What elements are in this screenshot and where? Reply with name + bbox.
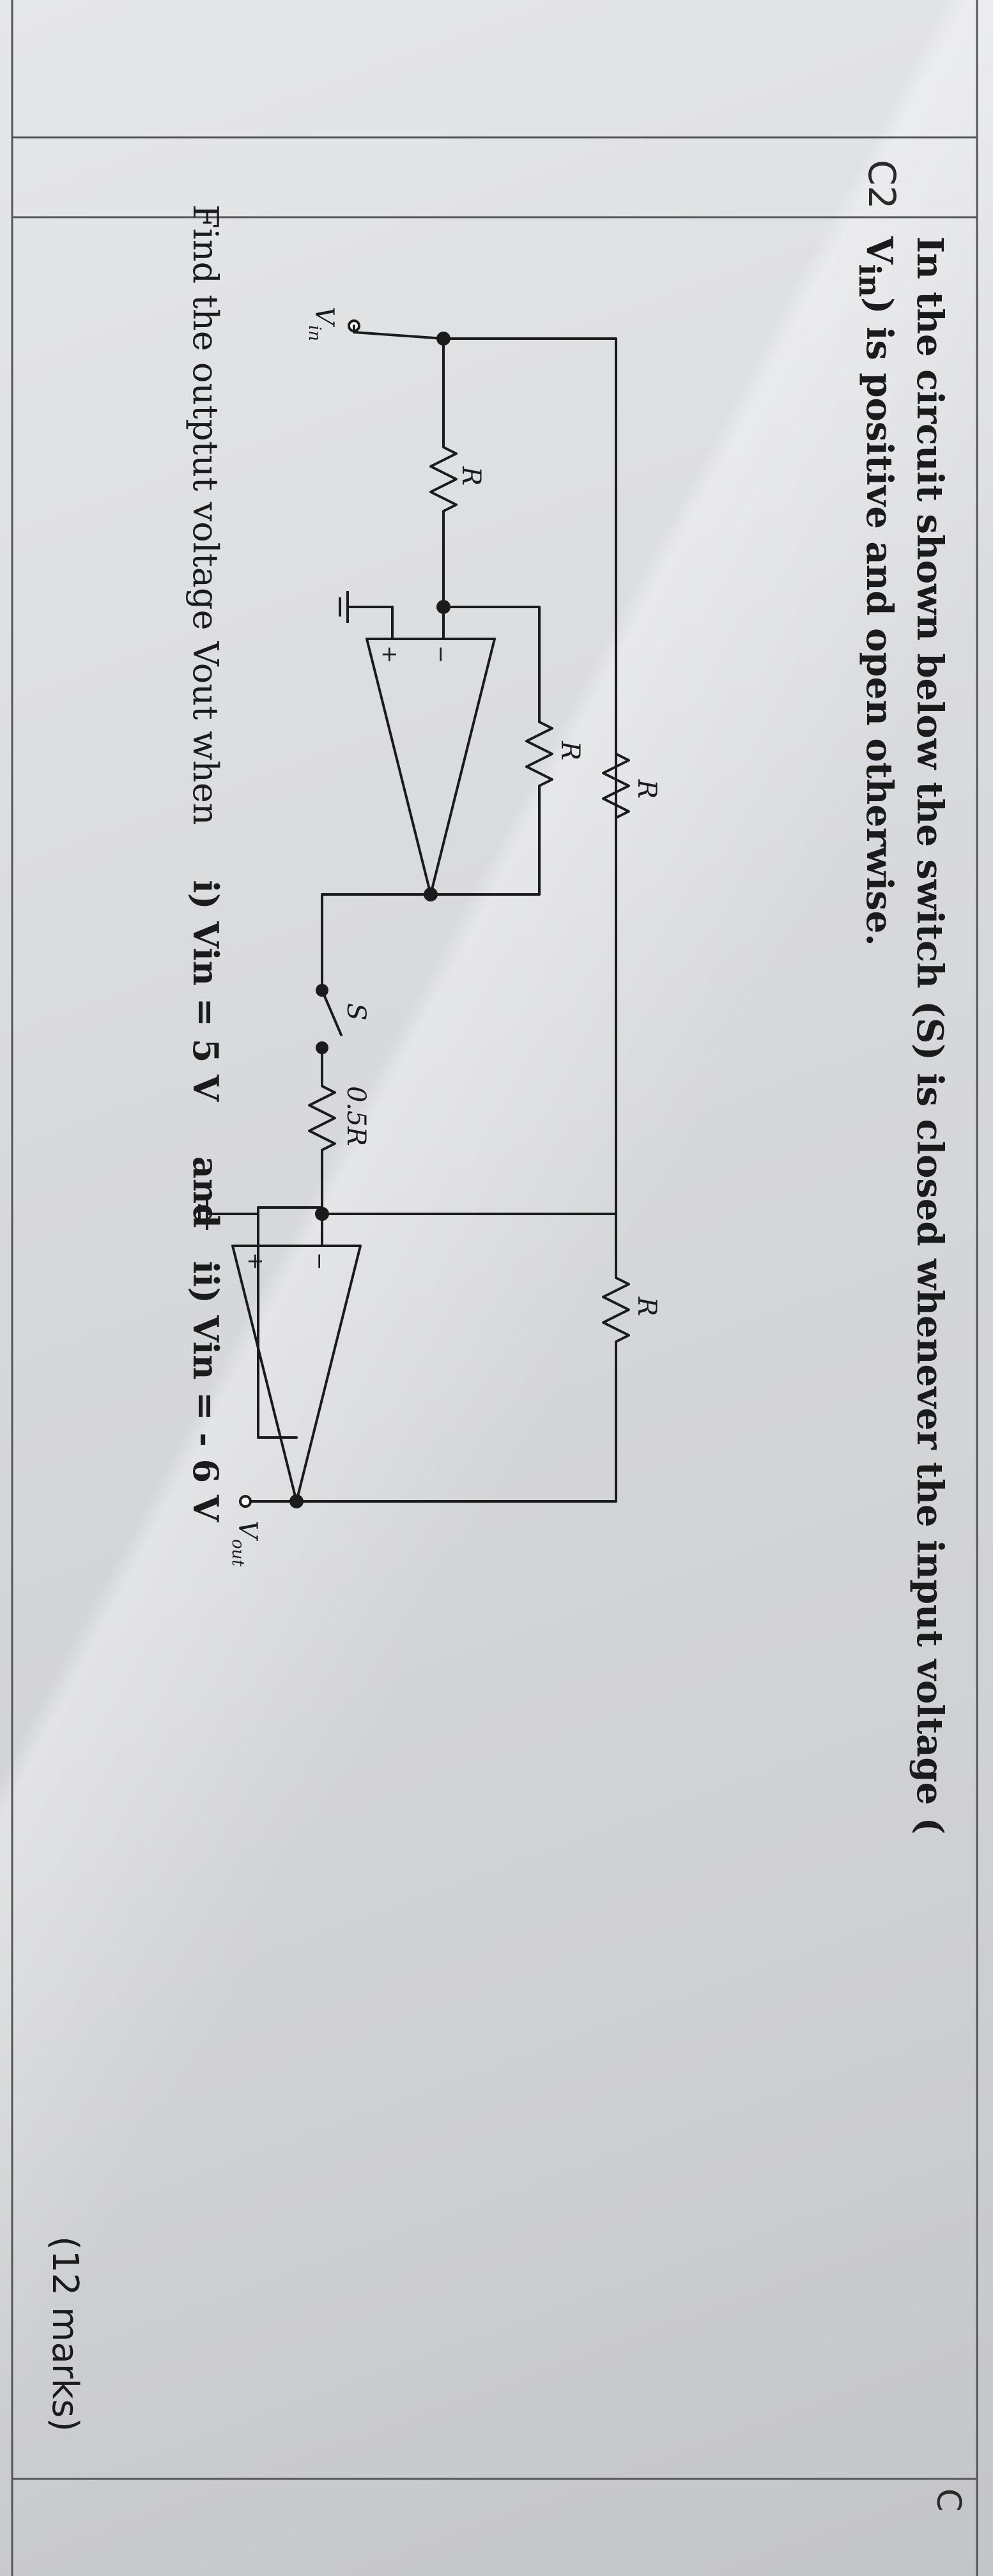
node-dot-5 [289,1494,304,1508]
resistor-0.5R [308,1046,336,1209]
label-0.5r: 0.5R [341,1086,371,1146]
input-resistor [429,337,458,608]
opamp1-feedback-wire [442,606,541,723]
node-dot-2 [436,600,450,614]
feedback2-resistor [295,1276,630,1503]
opamp2-body [231,1245,362,1503]
opamp1-body [366,638,496,896]
feedback1-resistor [429,721,553,896]
opamp2-plus-sign: + [243,1252,268,1271]
node-dot-3 [424,887,438,901]
label-vout: Vout [228,1521,262,1567]
top-r-zig [602,753,630,819]
find-instruction: Find the outptut voltage Vout when i) Vi… [185,204,226,1522]
label-vin: Vin [305,307,339,341]
opamp1-minus-sign: − [428,645,454,664]
connector: and [185,1156,226,1228]
top-feedback-wire [442,337,617,1087]
case-2: ii) Vin = - 6 V [185,1261,226,1522]
case-1: i) Vin = 5 V [185,880,226,1102]
node-dot-4 [315,1207,329,1221]
find-text: Find the outptut voltage Vout when [185,204,226,825]
node-dot-1 [436,332,450,346]
label-feedback1-r: R [555,740,585,760]
switch-blade [321,989,343,1036]
label-input-r: R [456,466,486,486]
input-wire-1 [353,331,445,340]
vout-terminal [239,1495,252,1508]
label-top-r: R [632,779,661,799]
label-feedback2-r: R [632,1296,661,1316]
opamp1-plus-sign: + [377,645,403,664]
label-switch: S [341,1003,371,1020]
opamp2-minus-sign: − [307,1252,332,1271]
node-to-opamp2 [257,1206,323,1439]
marks-label: (12 marks) [44,2236,86,2432]
